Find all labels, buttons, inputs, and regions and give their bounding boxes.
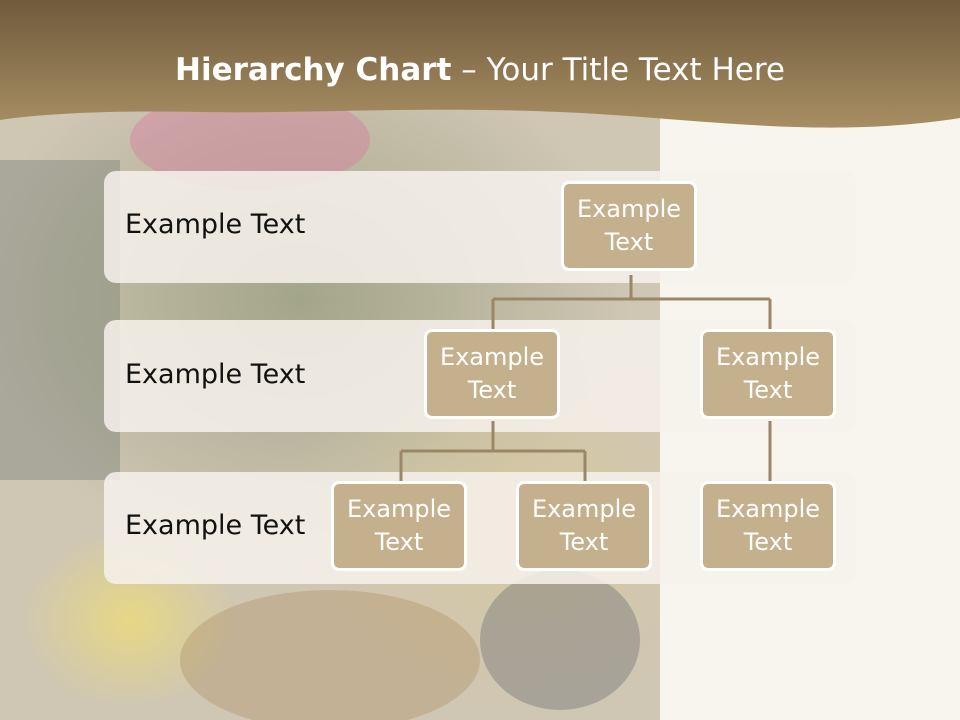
title-bold: Hierarchy Chart: [175, 52, 452, 88]
node-level3-b[interactable]: Example Text: [516, 481, 652, 571]
slide-title: Hierarchy Chart – Your Title Text Here: [0, 52, 960, 88]
node-level2-right[interactable]: Example Text: [700, 329, 836, 419]
node-root[interactable]: Example Text: [561, 181, 697, 271]
node-level3-a[interactable]: Example Text: [331, 481, 467, 571]
node-level2-right-label: Example Text: [715, 343, 821, 404]
level-band-1: [104, 171, 856, 283]
title-rest: – Your Title Text Here: [451, 52, 785, 88]
level-label-3: Example Text: [125, 510, 306, 541]
level-label-1: Example Text: [125, 209, 306, 240]
node-level3-b-label: Example Text: [531, 495, 637, 556]
node-level2-left[interactable]: Example Text: [424, 329, 560, 419]
node-level3-c-label: Example Text: [715, 495, 821, 556]
node-level2-left-label: Example Text: [439, 343, 545, 404]
level-label-2: Example Text: [125, 359, 306, 390]
node-level3-a-label: Example Text: [346, 495, 452, 556]
connector-root-to-level2: [491, 275, 772, 330]
node-level3-c[interactable]: Example Text: [700, 481, 836, 571]
connector-left-to-level3: [399, 421, 587, 482]
node-root-label: Example Text: [576, 195, 682, 256]
